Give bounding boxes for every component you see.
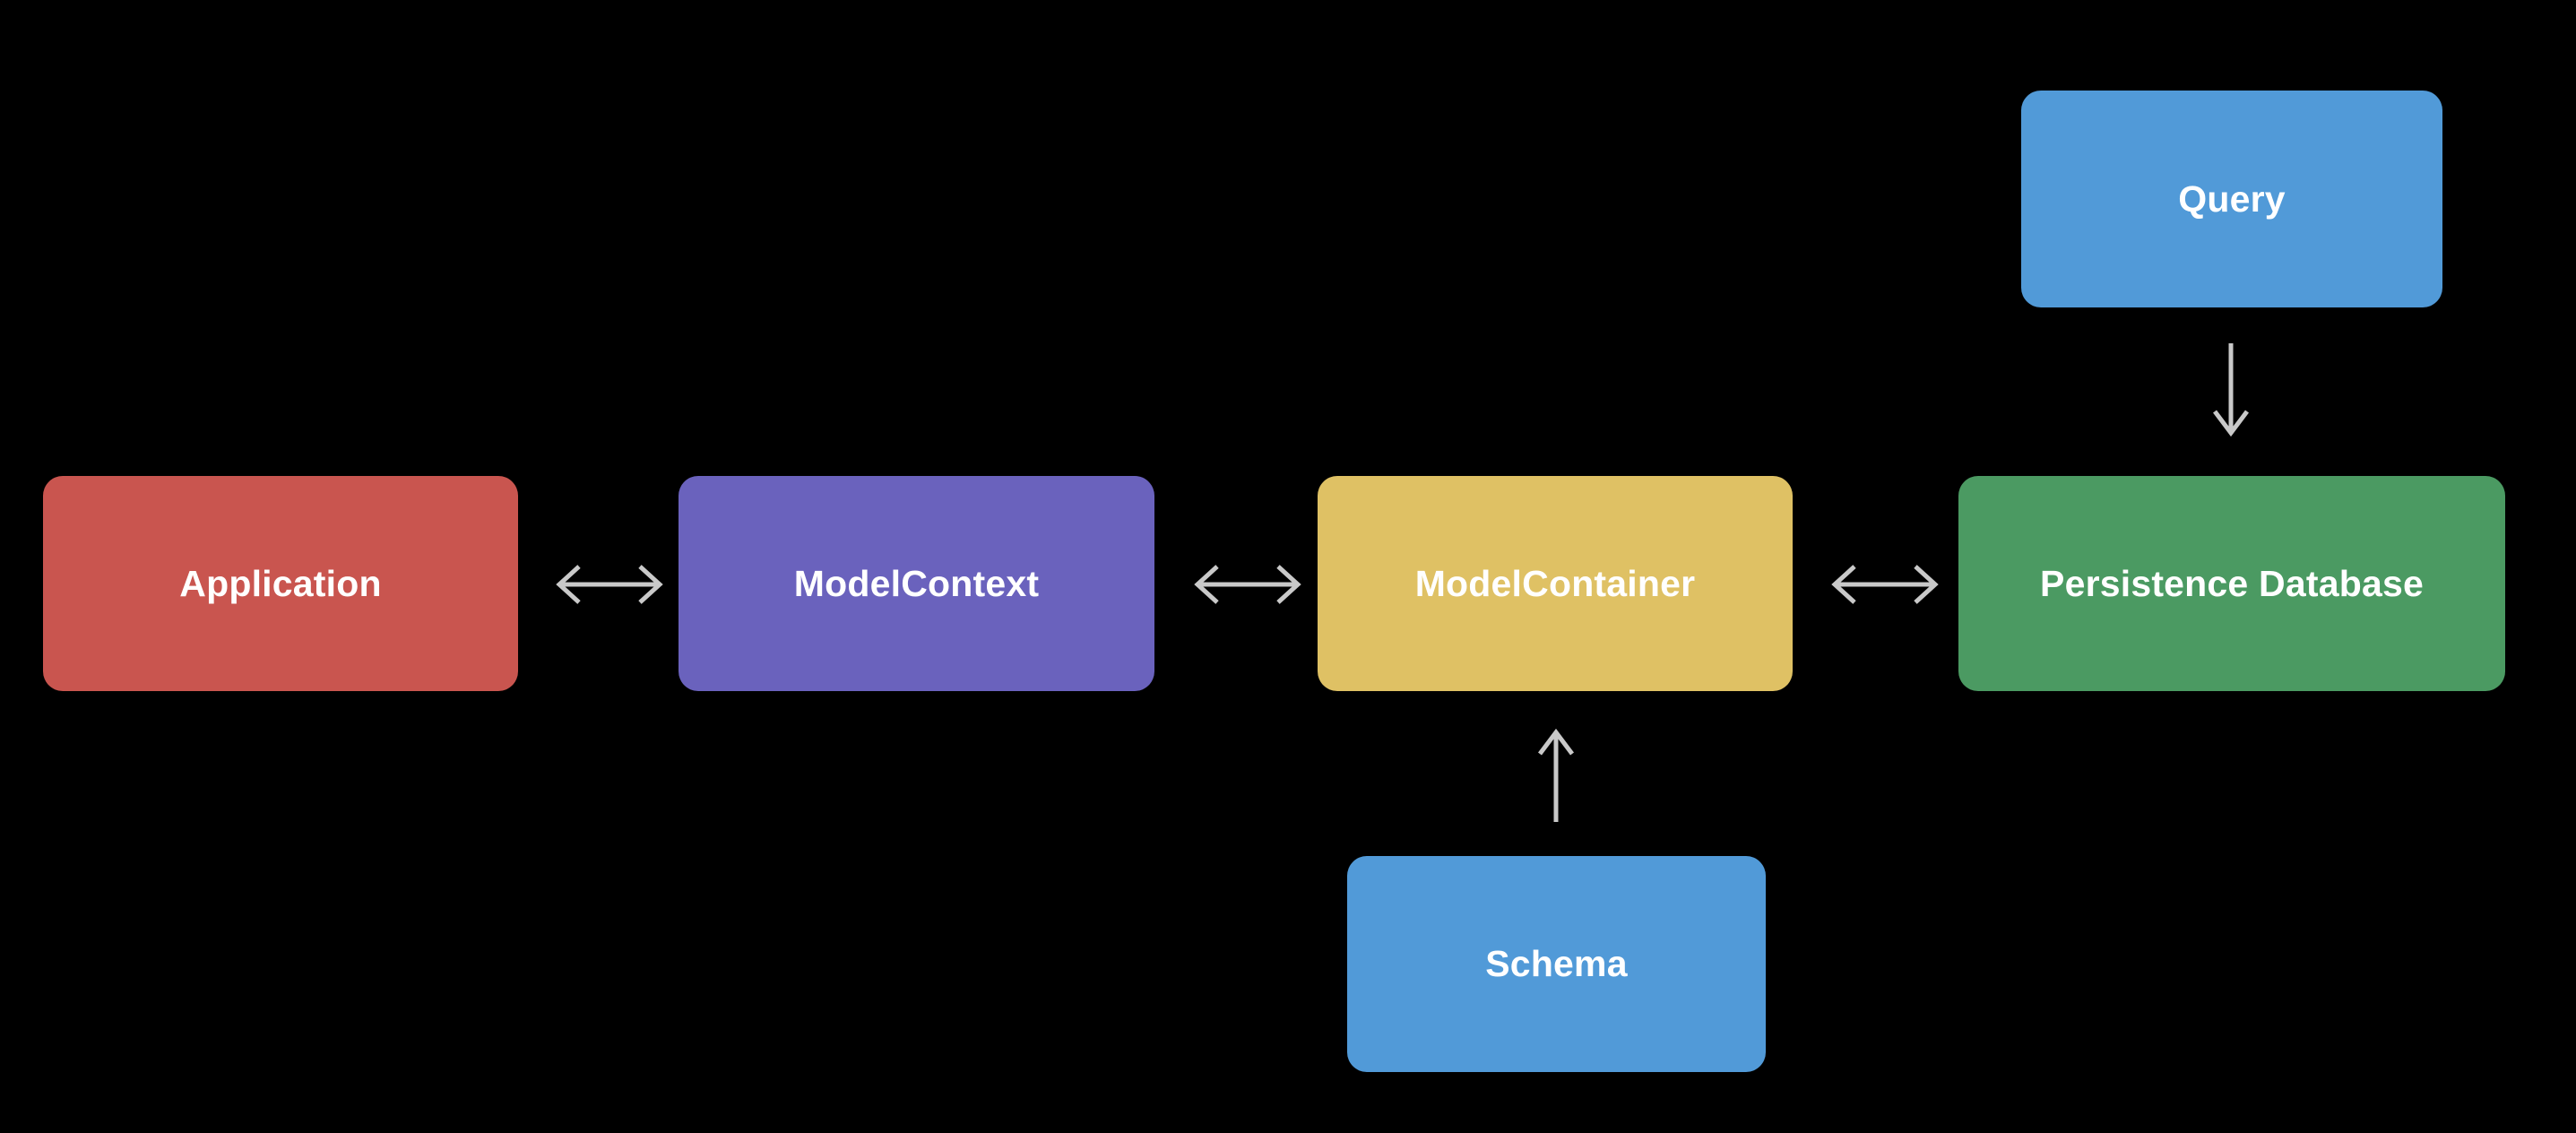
node-application-label: Application	[179, 562, 382, 604]
node-persistence-database-label: Persistence Database	[2040, 562, 2424, 604]
node-model-context-label: ModelContext	[793, 562, 1040, 604]
edge-query-persistencedatabase	[2213, 343, 2249, 437]
edge-modelcontext-modelcontainer	[1194, 565, 1301, 604]
node-application[interactable]: Application	[43, 476, 518, 691]
node-query[interactable]: Query	[2021, 91, 2442, 307]
node-model-context[interactable]: ModelContext	[679, 476, 1154, 691]
node-model-container-label: ModelContainer	[1414, 562, 1696, 604]
node-persistence-database[interactable]: Persistence Database	[1958, 476, 2505, 691]
node-schema-label: Schema	[1485, 943, 1628, 984]
edge-modelcontainer-persistencedatabase	[1831, 565, 1939, 604]
edge-application-modelcontext	[556, 565, 663, 604]
node-schema[interactable]: Schema	[1347, 856, 1766, 1072]
edge-schema-modelcontainer	[1538, 728, 1574, 822]
node-model-container[interactable]: ModelContainer	[1318, 476, 1793, 691]
node-query-label: Query	[2178, 177, 2286, 220]
